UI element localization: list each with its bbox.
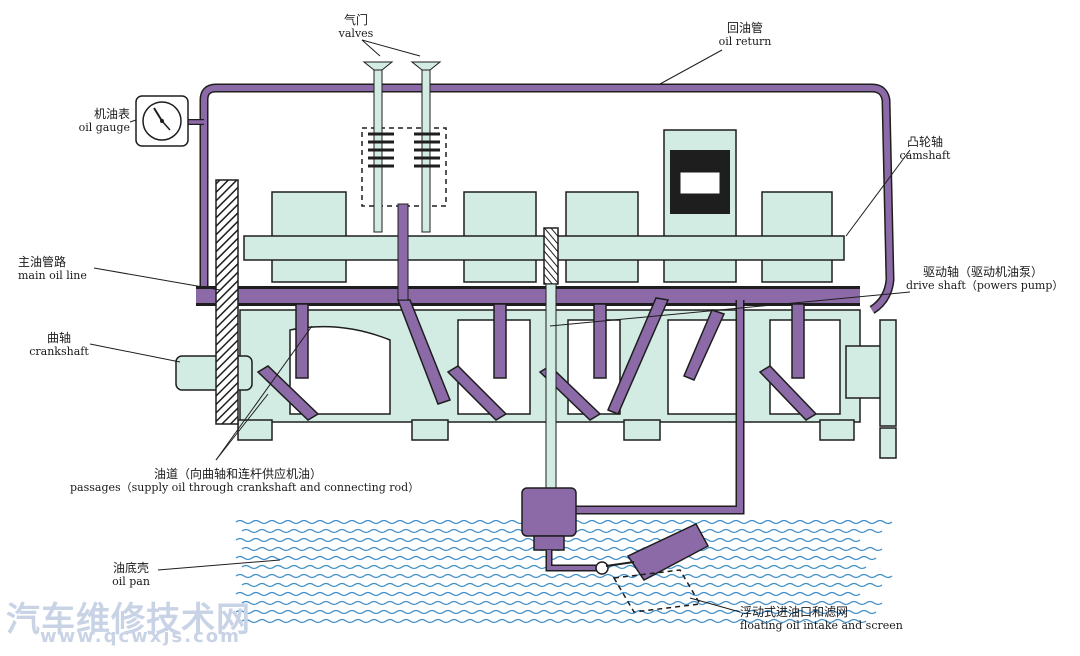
label-oil-gauge: 机油表 oil gauge bbox=[54, 107, 130, 135]
main-oil-line-en: main oil line bbox=[18, 269, 87, 282]
label-passages: 油道（向曲轴和连杆供应机油） passages（supply oil throu… bbox=[70, 467, 420, 495]
label-floating-intake: 浮动式进油口和滤网 floating oil intake and screen bbox=[740, 605, 903, 633]
passages-zh: 油道（向曲轴和连杆供应机油） bbox=[153, 467, 322, 481]
oil-return-zh: 回油管 bbox=[726, 21, 763, 35]
drive-shaft bbox=[543, 227, 559, 491]
oil-return-en: oil return bbox=[718, 35, 772, 48]
crankshaft-en: crankshaft bbox=[29, 345, 89, 358]
valves-en: valves bbox=[338, 27, 374, 40]
watermark-title: 汽车维修技术网 bbox=[6, 600, 251, 640]
oil-pan-zh: 油底壳 bbox=[112, 561, 149, 575]
label-camshaft: 凸轮轴 camshaft bbox=[890, 135, 960, 163]
valves-assembly bbox=[361, 61, 447, 301]
label-oil-pan: 油底壳 oil pan bbox=[104, 561, 158, 589]
crankshaft-zh: 曲轴 bbox=[46, 331, 71, 345]
camshaft-en: camshaft bbox=[899, 149, 951, 162]
oil-passages bbox=[256, 297, 818, 421]
camshaft-zh: 凸轮轴 bbox=[906, 135, 943, 149]
wave-line bbox=[241, 618, 867, 624]
label-oil-return: 回油管 oil return bbox=[700, 21, 790, 49]
oil-pump bbox=[521, 300, 745, 572]
oil-gauge-icon bbox=[135, 95, 189, 147]
watermark-url: www.qcwxjs.com bbox=[40, 626, 241, 647]
wave-line bbox=[235, 555, 877, 561]
floating-intake-en: floating oil intake and screen bbox=[740, 619, 903, 632]
label-crankshaft: 曲轴 crankshaft bbox=[24, 331, 94, 359]
wave-line bbox=[241, 582, 883, 588]
label-drive-shaft: 驱动轴（驱动机油泵） drive shaft（powers pump） bbox=[906, 265, 1064, 293]
wave-line bbox=[235, 573, 893, 579]
floating-intake bbox=[595, 523, 710, 613]
wave-line bbox=[235, 609, 877, 615]
drive-shaft-en: drive shaft（powers pump） bbox=[906, 279, 1064, 292]
wave-line bbox=[235, 591, 861, 597]
oil-pan-en: oil pan bbox=[112, 575, 150, 588]
drive-shaft-zh: 驱动轴（驱动机油泵） bbox=[922, 265, 1043, 279]
passages-en: passages（supply oil through crankshaft a… bbox=[70, 481, 420, 494]
label-main-oil-line: 主油管路 main oil line bbox=[18, 255, 87, 283]
flywheel-gear bbox=[215, 179, 239, 425]
label-valves: 气门 valves bbox=[326, 13, 386, 41]
oil-gauge-en: oil gauge bbox=[78, 121, 130, 134]
main-oil-line-zh: 主油管路 bbox=[18, 255, 67, 269]
leader-lines bbox=[89, 39, 911, 613]
valves-zh: 气门 bbox=[343, 13, 368, 27]
floating-intake-zh: 浮动式进油口和滤网 bbox=[740, 605, 849, 619]
oil-gauge-zh: 机油表 bbox=[93, 107, 130, 121]
wave-line bbox=[241, 600, 883, 606]
main-oil-line bbox=[196, 286, 860, 306]
